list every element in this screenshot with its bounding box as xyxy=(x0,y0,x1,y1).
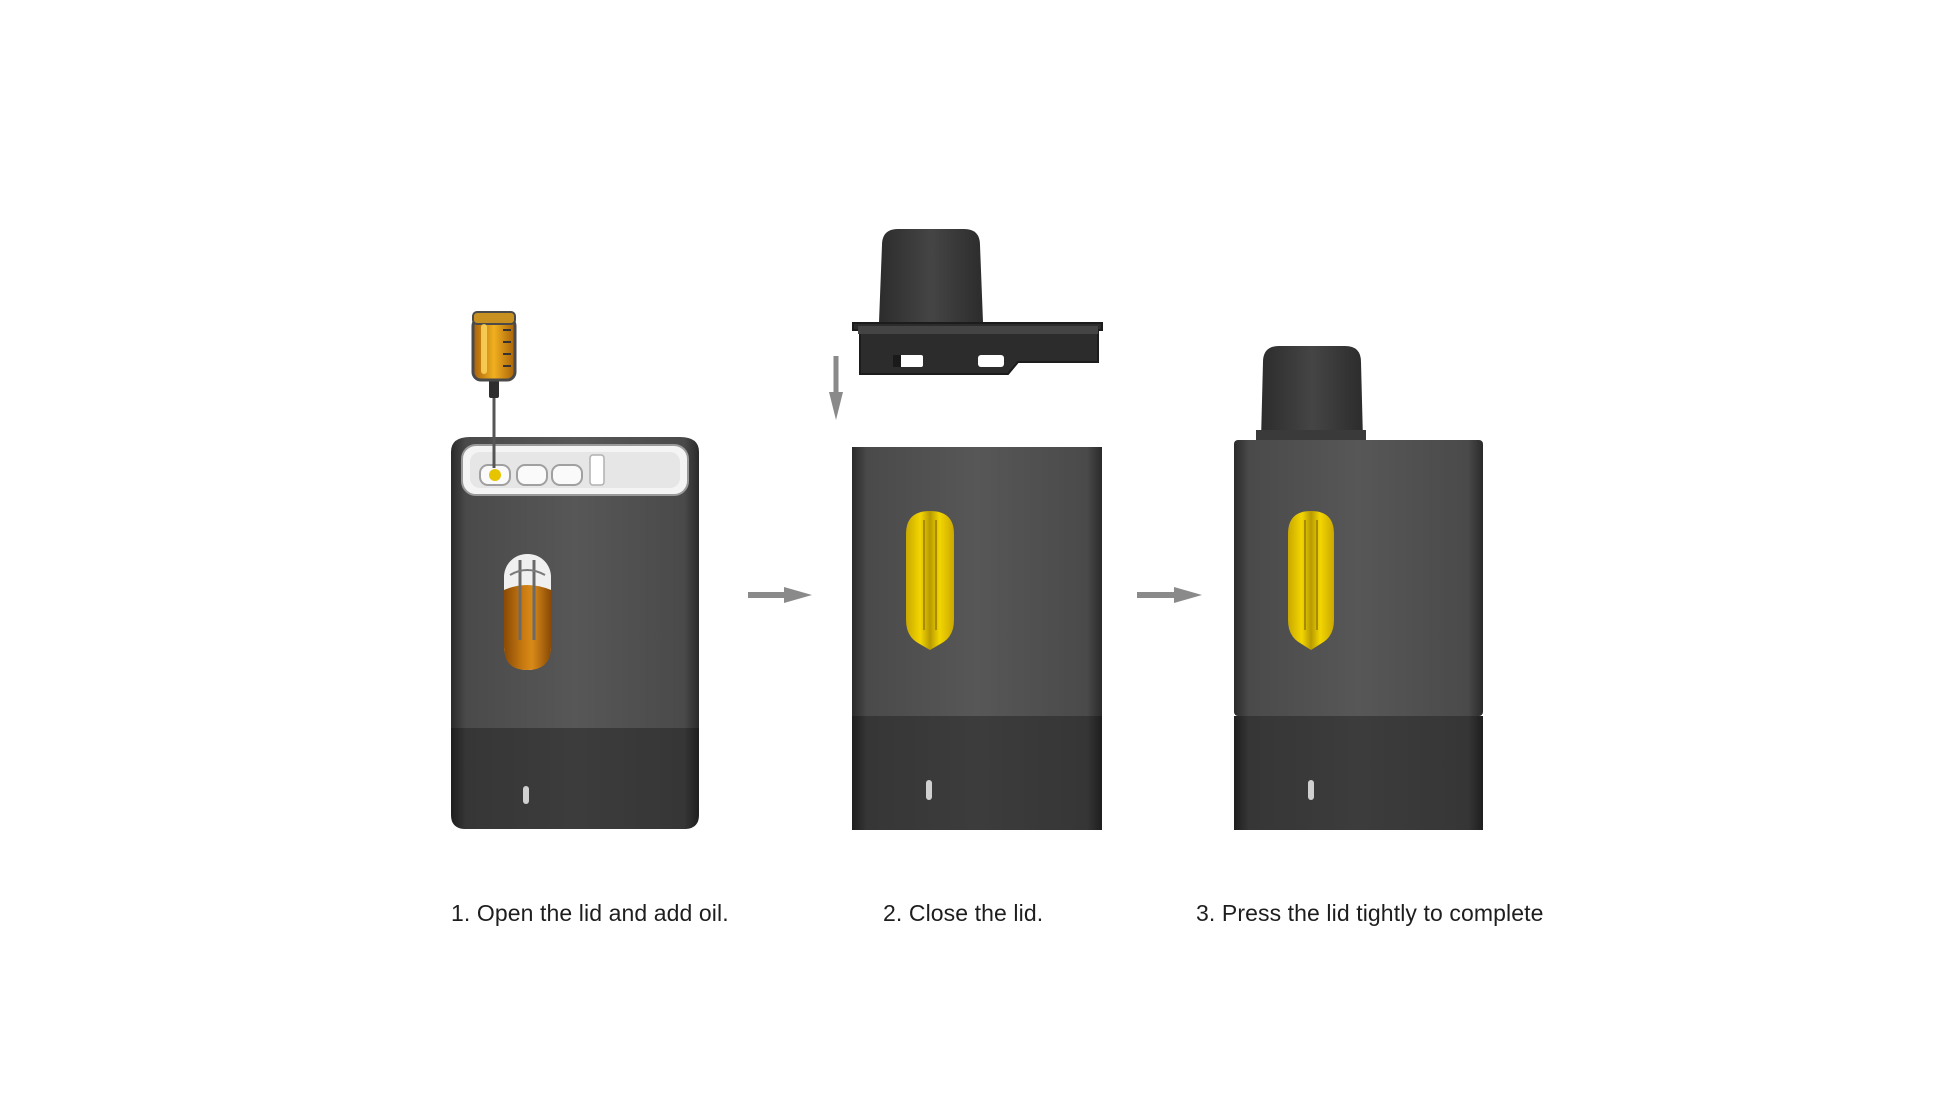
device-1-base xyxy=(451,725,699,829)
led-indicator-icon xyxy=(1308,780,1314,800)
device-2-tank-body xyxy=(852,447,1102,716)
device-2-base xyxy=(852,716,1102,830)
oil-window-full xyxy=(1288,511,1334,650)
step-3-caption: 3. Press the lid tightly to complete xyxy=(1196,900,1544,926)
arrow-down-icon xyxy=(829,356,843,420)
device-3-mouthpiece xyxy=(1261,346,1363,440)
step-2-caption: 2. Close the lid. xyxy=(883,900,1044,926)
led-indicator-icon xyxy=(926,780,932,800)
oil-window-full xyxy=(906,511,954,650)
oil-window-filling xyxy=(504,554,551,670)
device-step-3 xyxy=(1234,346,1483,830)
device-3-base xyxy=(1234,716,1483,830)
device-3-tank-body xyxy=(1234,440,1483,716)
device-step-2 xyxy=(829,229,1103,830)
device-step-1 xyxy=(451,311,699,829)
lid-mouthpiece xyxy=(879,229,983,322)
arrow-right-icon xyxy=(1137,587,1202,603)
arrow-right-icon xyxy=(748,587,812,603)
syringe-icon xyxy=(471,311,517,468)
step-1-caption: 1. Open the lid and add oil. xyxy=(451,900,729,926)
led-indicator-icon xyxy=(523,786,529,804)
